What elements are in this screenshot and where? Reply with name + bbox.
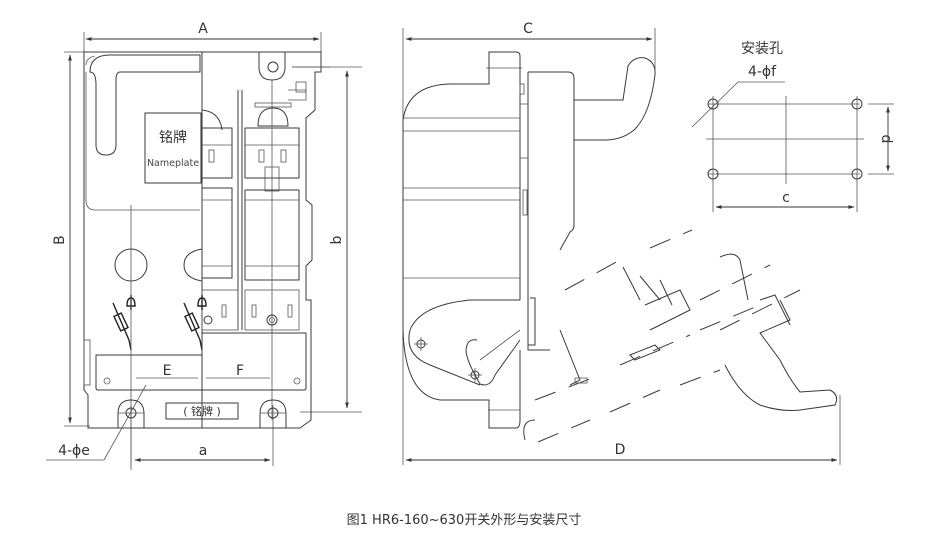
label-dim-b-small: b: [329, 235, 345, 244]
dimension-c-holes: c: [715, 190, 855, 209]
dimension-d-holes: d: [878, 106, 894, 172]
label-dim-c: C: [523, 21, 533, 37]
figure-caption: 图1 HR6-160~630开关外形与安装尺寸: [347, 513, 582, 528]
label-dim-d-small: d: [878, 135, 894, 144]
terminal-block: [201, 289, 300, 331]
mounting-title: 安装孔: [741, 41, 783, 57]
nameplate: 铭牌 Nameplate: [144, 112, 202, 184]
nameplate-en: Nameplate: [147, 158, 199, 169]
dimension-a-width: A: [83, 21, 322, 52]
label-dim-a: A: [198, 21, 208, 37]
hinge-latch: [402, 297, 536, 429]
label-dim-c-small: c: [782, 190, 790, 206]
bottom-cover: E F: [95, 332, 307, 391]
bottom-nameplate-text: ( 铭牌 ): [183, 404, 221, 418]
dimension-b-inner-height: b: [292, 66, 362, 413]
front-view: A B b a 铭牌: [46, 21, 362, 470]
label-dim-d: D: [615, 442, 626, 458]
fuse-module-left: [201, 109, 233, 279]
bottom-nameplate: ( 铭牌 ): [165, 402, 239, 420]
side-view: C D: [402, 21, 841, 465]
label-dim-a-small: a: [199, 443, 208, 459]
region-e-label: E: [163, 363, 172, 379]
mounting-hole-bottom-left: [707, 168, 719, 180]
handle-open-position: [523, 229, 838, 443]
hole-callout-e-text: 4-ϕe: [58, 443, 90, 459]
mounting-hole-callout: 4-ϕf: [748, 64, 777, 80]
mounting-hole-top-right: [851, 98, 863, 110]
dimension-c-depth: C: [402, 21, 656, 465]
hole-callout-e: 4-ϕe: [46, 384, 147, 461]
mounting-ear-bottom-right: [259, 399, 287, 428]
label-dim-b: B: [52, 235, 68, 245]
switch-symbol-left: [112, 295, 136, 351]
mounting-ear-bottom-left: [117, 399, 145, 428]
mounting-hole-view: 安装孔 4-ϕf c d: [691, 41, 894, 212]
mounting-hole-top-left: [707, 98, 719, 110]
region-f-label: F: [236, 363, 244, 379]
fuse-module-right: [244, 80, 300, 420]
nameplate-cn: 铭牌: [159, 129, 187, 146]
mounting-hole-bottom-right: [851, 168, 863, 180]
switch-symbol-right: [183, 295, 207, 351]
mounting-ear-top: [258, 52, 286, 81]
dimension-d-open-depth: D: [405, 395, 841, 465]
